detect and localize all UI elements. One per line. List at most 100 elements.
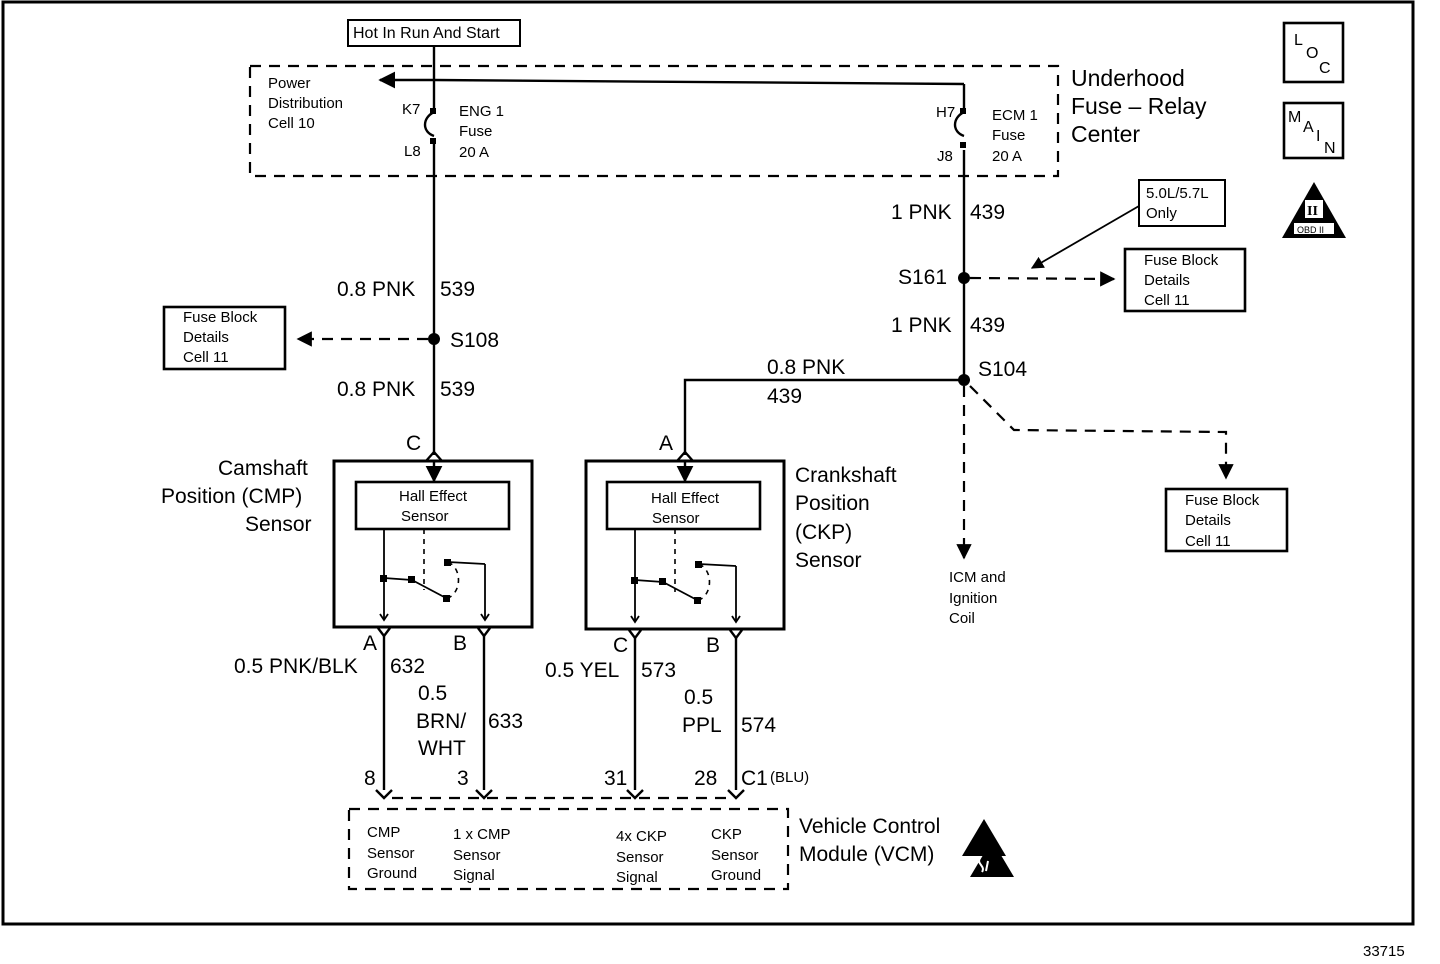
power-distribution-2: Distribution: [268, 95, 343, 112]
icm-label-1: ICM and: [949, 569, 1006, 586]
power-distribution-1: Power: [268, 75, 311, 92]
vcm-title-1: Vehicle Control: [799, 815, 940, 838]
vcm-ckp-ground-3: Ground: [711, 867, 761, 884]
ckp-sensor-housing[interactable]: [584, 459, 786, 631]
wire-439-upper-circuit: 439: [970, 201, 1005, 224]
splice-s108-label: S108: [450, 329, 499, 352]
ckp-hall-element: [605, 480, 762, 531]
icm-label-2: Ignition: [949, 590, 997, 607]
wire-439-mid-spec: 1 PNK: [891, 314, 952, 337]
engine-option-2: Only: [1146, 205, 1177, 222]
eng-fuse-top-terminal: K7: [402, 101, 420, 118]
ecm-fuse-top-terminal: H7: [936, 104, 955, 121]
vcm-title-2: Module (VCM): [799, 843, 934, 866]
cmp-hall-element: [354, 480, 511, 531]
fuse-center-title-2: Fuse – Relay: [1071, 93, 1207, 119]
vcm-pin-31: 31: [604, 767, 627, 790]
cmp-switch: [379, 529, 490, 622]
vcm-pin-3: 3: [457, 767, 469, 790]
eng-fuse-bottom-terminal: L8: [404, 143, 421, 160]
fuse-block-ref-right-top-2: Details: [1144, 272, 1190, 289]
vcm-ckp-signal-1: 4x CKP: [616, 828, 667, 845]
wire-632-spec: 0.5 PNK/BLK: [234, 655, 358, 678]
vcm-cmp-signal-2: Sensor: [453, 847, 501, 864]
cmp-title-3: Sensor: [245, 513, 312, 536]
vcm-cmp-ground-2: Sensor: [367, 845, 415, 862]
ecm-fuse-label-3: 20 A: [992, 148, 1022, 165]
wire-439-mid-circuit: 439: [970, 314, 1005, 337]
cmp-top-pin: C: [406, 432, 421, 455]
s104-reference-line: [969, 385, 1234, 480]
obd-label: OBD II: [1297, 225, 1324, 235]
wire-633-spec-1: 0.5: [418, 682, 447, 705]
ckp-title-2: Position: [795, 492, 870, 515]
main-letter-3: I: [1316, 128, 1320, 145]
main-badge[interactable]: M A I N: [1282, 101, 1345, 160]
obd-numeral: II: [1307, 204, 1318, 219]
vcm-outline[interactable]: [347, 807, 790, 891]
ckp-pin-b: B: [706, 634, 720, 657]
wire-539-lower-circuit: 539: [440, 378, 475, 401]
cmp-hall-label-1: Hall Effect: [399, 488, 468, 505]
splice-s108[interactable]: [428, 333, 440, 345]
wire-439-ckp-circuit: 439: [767, 385, 802, 408]
fuse-block-ref-right-bottom[interactable]: [1164, 487, 1289, 553]
wire-633-circuit: 633: [488, 710, 523, 733]
fuse-block-ref-left[interactable]: [162, 305, 287, 371]
vcm-ckp-ground-1: CKP: [711, 826, 742, 843]
s161-reference-line: [969, 271, 1116, 287]
vcm-ckp-signal-2: Sensor: [616, 849, 664, 866]
ecm-fuse-label-2: Fuse: [992, 127, 1025, 144]
ecm-fuse-symbol[interactable]: [953, 110, 965, 138]
vcm-cmp-signal-1: 1 x CMP: [453, 826, 511, 843]
vcm-pin-8: 8: [364, 767, 376, 790]
wire-633-spec-2: BRN/: [416, 710, 466, 733]
feed-label: Hot In Run And Start: [353, 25, 500, 42]
loc-badge[interactable]: L O C: [1282, 21, 1345, 84]
ckp-switch: [630, 529, 741, 624]
wire-539-lower-spec: 0.8 PNK: [337, 378, 415, 401]
wire-573-spec: 0.5 YEL: [545, 659, 619, 682]
main-letter-4: N: [1324, 140, 1336, 157]
cmp-title-2: Position (CMP): [161, 485, 302, 508]
ckp-title-1: Crankshaft: [795, 464, 897, 487]
ecm-fuse-bottom-terminal: J8: [937, 148, 953, 165]
diagram-frame: [1, 0, 1415, 926]
fuse-block-ref-left-3: Cell 11: [183, 349, 229, 366]
icm-label-3: Coil: [949, 610, 975, 627]
ckp-hall-label-2: Sensor: [652, 510, 700, 527]
vcm-ckp-signal-3: Signal: [616, 869, 658, 886]
cmp-hall-label-2: Sensor: [401, 508, 449, 525]
eng-fuse-label-3: 20 A: [459, 144, 489, 161]
cmp-sensor-housing[interactable]: [332, 459, 534, 629]
wire-439-upper-spec: 1 PNK: [891, 201, 952, 224]
eng-fuse-symbol[interactable]: [423, 110, 435, 138]
obd-badge[interactable]: II OBD II: [1282, 182, 1346, 238]
wire-573-circuit: 573: [641, 659, 676, 682]
power-distribution-3: Cell 10: [268, 115, 315, 132]
connector-c1-label: C1: [741, 767, 768, 790]
splice-s161[interactable]: [958, 272, 970, 284]
ecm-fuse-label-1: ECM 1: [992, 107, 1038, 124]
loc-letter-3: C: [1319, 60, 1331, 77]
esd-warning-icon: [962, 819, 1014, 877]
splice-s104-label: S104: [978, 358, 1027, 381]
wire-574-spec-1: 0.5: [684, 686, 713, 709]
engine-option-pointer: [1030, 205, 1140, 269]
ckp-hall-label-1: Hall Effect: [651, 490, 720, 507]
vcm-pin-28: 28: [694, 767, 717, 790]
fuse-block-ref-left-2: Details: [183, 329, 229, 346]
fuse-center-title-3: Center: [1071, 121, 1140, 147]
splice-s161-label: S161: [898, 266, 947, 289]
fuse-block-ref-right-top[interactable]: [1123, 247, 1247, 313]
fuse-block-ref-right-top-1: Fuse Block: [1144, 252, 1219, 269]
vcm-cmp-signal-3: Signal: [453, 867, 495, 884]
fuse-center-title-1: Underhood: [1071, 65, 1185, 91]
cmp-title-1: Camshaft: [218, 457, 308, 480]
main-letter-2: A: [1303, 119, 1314, 136]
engine-option-note: [1138, 179, 1226, 227]
wire-439-ckp-feed[interactable]: [683, 378, 964, 455]
wire-574-spec-2: PPL: [682, 714, 722, 737]
eng-fuse-label-1: ENG 1: [459, 103, 504, 120]
connector-c1-color: (BLU): [770, 769, 809, 786]
